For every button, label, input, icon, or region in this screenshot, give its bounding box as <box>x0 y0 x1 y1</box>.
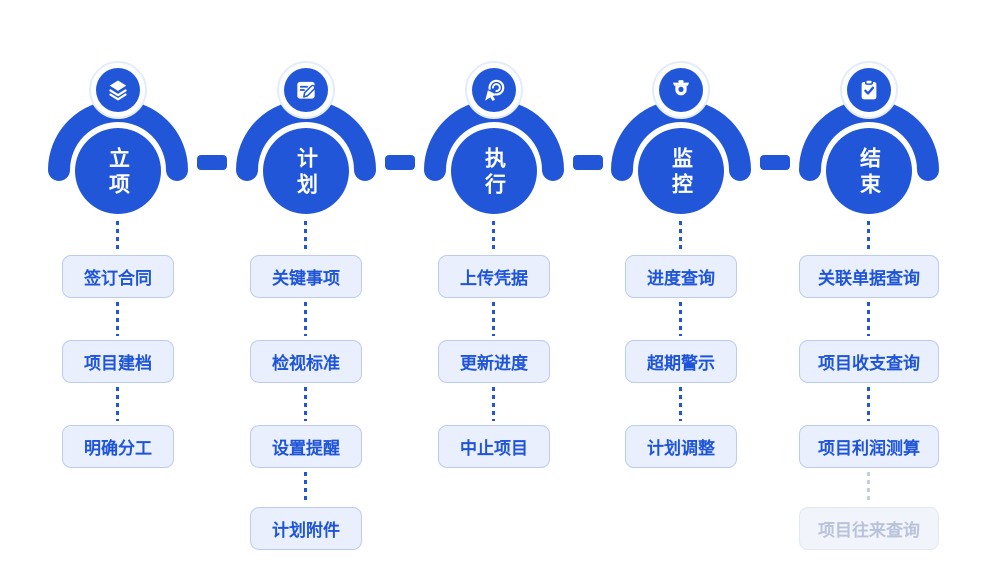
edit-note-icon <box>297 81 316 99</box>
item-box[interactable]: 中止项目 <box>438 425 550 468</box>
stage-connector-dash <box>572 155 603 170</box>
stage-connector-dash <box>385 155 415 170</box>
stage-column-monitoring: 监控 进度查询 超期警示 计划调整 <box>587 0 775 579</box>
stage-column-planning: 计划 关键事项 检视标准 设置提醒 计划附件 <box>212 0 400 579</box>
item-box[interactable]: 计划附件 <box>250 507 362 550</box>
stage-icon-disc <box>472 68 516 112</box>
stage-node-initiation[interactable]: 立项 <box>75 128 161 214</box>
stage-icon-disc <box>659 68 703 112</box>
item-label: 检视标准 <box>272 354 340 373</box>
item-label: 中止项目 <box>460 439 528 458</box>
dotted-connector <box>304 302 307 336</box>
stage-icon-badge <box>652 61 710 119</box>
dotted-connector <box>304 221 307 249</box>
stage-icon-disc <box>847 68 891 112</box>
dotted-connector <box>116 387 119 421</box>
dotted-connector <box>679 221 682 249</box>
item-label: 进度查询 <box>647 269 715 288</box>
stage-column-initiation: 立项 签订合同 项目建档 明确分工 <box>24 0 212 579</box>
stage-connector-dash <box>760 155 790 170</box>
cursor-click-icon <box>485 79 505 101</box>
stage-column-execution: 执行 上传凭据 更新进度 中止项目 <box>400 0 588 579</box>
item-label: 签订合同 <box>84 269 152 288</box>
dotted-connector <box>867 387 870 421</box>
stage-connector-dash <box>197 155 227 170</box>
dotted-connector <box>492 221 495 249</box>
item-box[interactable]: 计划调整 <box>625 425 737 468</box>
stage-icon-badge <box>277 61 335 119</box>
stage-icon-disc <box>284 68 328 112</box>
stage-node-label: 结束 <box>857 147 881 199</box>
item-label: 项目利润测算 <box>818 439 920 458</box>
stage-node-label: 计划 <box>294 147 318 199</box>
dotted-connector <box>867 221 870 249</box>
item-box[interactable]: 更新进度 <box>438 340 550 383</box>
item-box[interactable]: 进度查询 <box>625 255 737 298</box>
item-label: 关联单据查询 <box>818 269 920 288</box>
layers-icon <box>109 80 127 101</box>
dotted-connector <box>116 302 119 336</box>
item-label: 上传凭据 <box>460 269 528 288</box>
item-label: 项目建档 <box>84 354 152 373</box>
item-box[interactable]: 明确分工 <box>62 425 174 468</box>
dome-camera-icon <box>672 80 690 96</box>
item-label: 明确分工 <box>84 439 152 458</box>
item-label: 设置提醒 <box>272 439 340 458</box>
item-box[interactable]: 上传凭据 <box>438 255 550 298</box>
item-box[interactable]: 关联单据查询 <box>799 255 939 298</box>
stage-icon-badge <box>465 61 523 119</box>
item-box[interactable]: 项目利润测算 <box>799 425 939 468</box>
stage-icon-badge <box>89 61 147 119</box>
dotted-connector <box>867 302 870 336</box>
dotted-connector <box>679 387 682 421</box>
clipboard-check-icon <box>861 79 877 100</box>
stage-node-label: 立项 <box>106 147 130 199</box>
stage-column-closing: 结束 关联单据查询 项目收支查询 项目利润测算 项目往来查询 <box>775 0 963 579</box>
stage-node-execution[interactable]: 执行 <box>451 128 537 214</box>
item-box[interactable]: 设置提醒 <box>250 425 362 468</box>
stage-icon-disc <box>96 68 140 112</box>
dotted-connector <box>304 472 307 503</box>
dotted-connector-muted <box>867 472 870 503</box>
dotted-connector <box>492 302 495 336</box>
stage-node-label: 执行 <box>482 147 506 199</box>
item-box[interactable]: 超期警示 <box>625 340 737 383</box>
dotted-connector <box>116 221 119 249</box>
item-box[interactable]: 项目收支查询 <box>799 340 939 383</box>
item-box[interactable]: 签订合同 <box>62 255 174 298</box>
stage-node-monitoring[interactable]: 监控 <box>638 128 724 214</box>
item-box-disabled: 项目往来查询 <box>799 507 939 550</box>
stage-node-closing[interactable]: 结束 <box>826 128 912 214</box>
item-box[interactable]: 项目建档 <box>62 340 174 383</box>
item-label: 计划调整 <box>647 439 715 458</box>
item-label: 关键事项 <box>272 269 340 288</box>
item-box[interactable]: 关键事项 <box>250 255 362 298</box>
item-label: 超期警示 <box>647 354 715 373</box>
stage-icon-badge <box>840 61 898 119</box>
item-label: 项目收支查询 <box>818 354 920 373</box>
item-label: 更新进度 <box>460 354 528 373</box>
item-box[interactable]: 检视标准 <box>250 340 362 383</box>
stage-node-planning[interactable]: 计划 <box>263 128 349 214</box>
stage-node-label: 监控 <box>669 147 693 199</box>
item-label: 计划附件 <box>272 521 340 540</box>
dotted-connector <box>304 387 307 421</box>
dotted-connector <box>492 387 495 421</box>
dotted-connector <box>679 302 682 336</box>
item-label: 项目往来查询 <box>818 521 920 540</box>
